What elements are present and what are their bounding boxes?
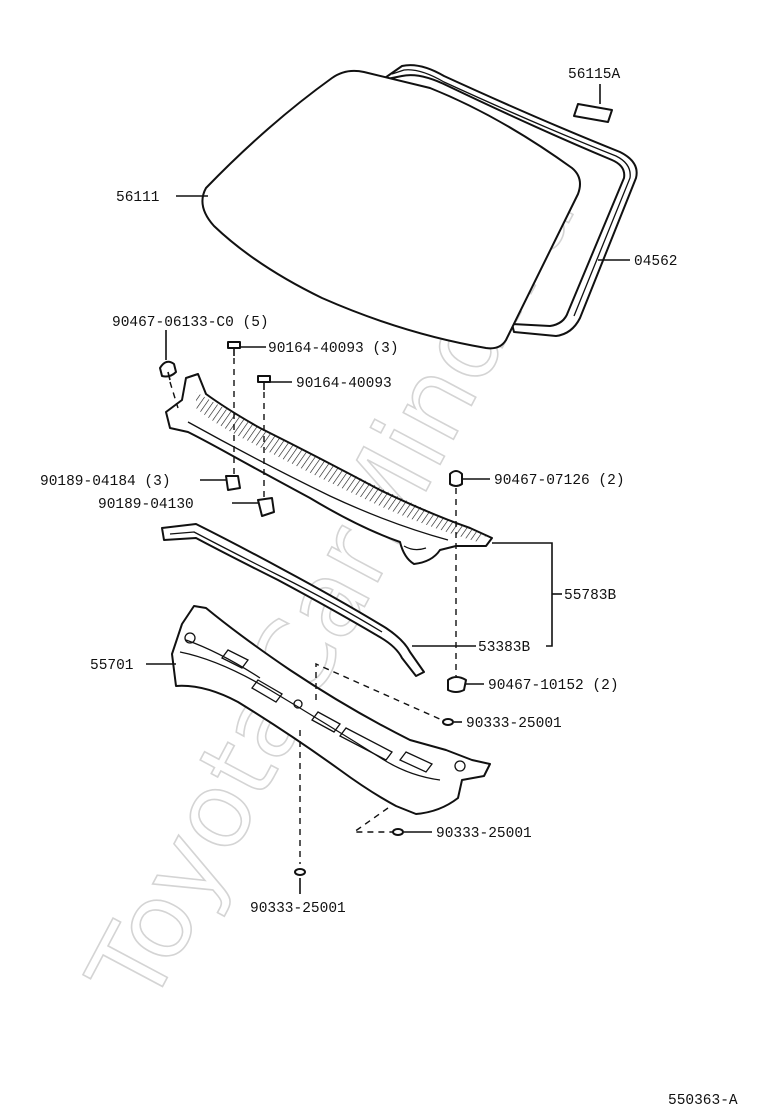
nut-90189-04130	[257, 497, 275, 517]
plug-90333-c	[294, 868, 306, 876]
label-90333-25001-a: 90333-25001	[466, 716, 562, 732]
label-55783B: 55783B	[564, 588, 617, 604]
plug-90333-a	[442, 718, 454, 726]
clip-90467-10152	[447, 676, 467, 693]
screw-90164-40093-3	[227, 341, 241, 356]
label-90467-07126: 90467-07126 (2)	[494, 473, 625, 489]
alignment-lines	[169, 358, 457, 864]
label-56111: 56111	[116, 190, 160, 206]
label-90333-25001-b: 90333-25001	[436, 826, 532, 842]
screw-90164-40093	[257, 375, 271, 390]
label-90189-04184: 90189-04184 (3)	[40, 474, 171, 490]
label-90189-04130: 90189-04130	[98, 497, 194, 513]
label-90467-10152: 90467-10152 (2)	[488, 678, 619, 694]
label-55701: 55701	[90, 658, 134, 674]
cowl-panel	[171, 605, 491, 815]
diagram-code: 550363-A	[668, 1093, 738, 1109]
label-90164-40093-3: 90164-40093 (3)	[268, 341, 399, 357]
clip-90467-07126	[449, 470, 463, 487]
label-04562: 04562	[634, 254, 678, 270]
cowl-louver	[165, 373, 493, 565]
clip-90467-06133	[159, 360, 177, 381]
windshield-glass	[201, 69, 581, 350]
leader-lines	[146, 84, 630, 894]
nut-90189-04184	[225, 475, 241, 491]
label-56115A: 56115A	[568, 67, 621, 83]
label-90164-40093: 90164-40093	[296, 376, 392, 392]
cowl-seal	[161, 523, 425, 677]
label-90333-25001-c: 90333-25001	[250, 901, 346, 917]
label-90467-06133: 90467-06133-C0 (5)	[112, 315, 269, 331]
sticker-56115A	[573, 103, 613, 123]
plug-90333-b	[392, 828, 404, 836]
label-53383B: 53383B	[478, 640, 531, 656]
